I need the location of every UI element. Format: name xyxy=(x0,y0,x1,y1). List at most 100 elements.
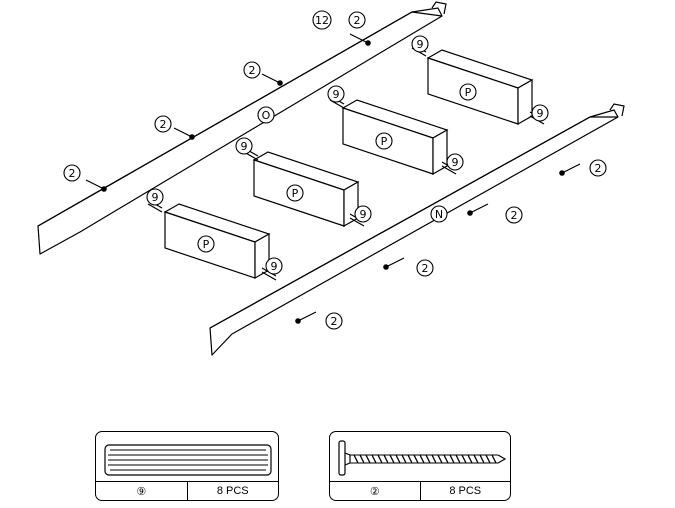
screw-head-6 xyxy=(467,210,473,216)
screw-thread xyxy=(425,454,431,464)
screw-thread xyxy=(443,454,449,464)
screw-thread xyxy=(377,454,383,464)
label-twelve: 12 xyxy=(315,14,329,27)
label-board-p-2: P xyxy=(381,135,388,148)
legend-screw: ② 8 PCS xyxy=(329,431,511,501)
screw-thread xyxy=(365,454,371,464)
label-board-p-4-circle xyxy=(197,235,215,253)
screw-5 xyxy=(561,163,581,174)
label-dowel-7-circle xyxy=(354,205,372,223)
label-dowel-7: 9 xyxy=(360,208,367,221)
screw-7 xyxy=(385,257,405,268)
label-dowel-6: 9 xyxy=(452,156,459,169)
label-dowel-6-circle xyxy=(446,153,464,171)
screw-thread xyxy=(461,454,467,464)
screw-thread xyxy=(371,454,377,464)
label-dowel-2-circle xyxy=(327,85,345,103)
label-screw-6: 2 xyxy=(511,209,518,222)
label-dowel-4: 9 xyxy=(152,191,159,204)
legend-screw-symbol: ② xyxy=(369,485,380,498)
screw-thread xyxy=(491,454,497,464)
rail-o-bracket xyxy=(431,1,447,15)
label-rail-o-circle xyxy=(257,106,275,124)
screw-head-4 xyxy=(101,186,107,192)
label-board-p-1: P xyxy=(465,86,472,99)
rail-n-edge xyxy=(209,116,591,329)
label-dowel-5-circle xyxy=(531,104,549,122)
screw-thread xyxy=(437,454,443,464)
rails xyxy=(37,1,625,356)
label-dowel-1-circle xyxy=(411,35,429,53)
label-dowel-3-circle xyxy=(235,137,253,155)
screw-thread xyxy=(359,454,365,464)
screw-thread xyxy=(431,454,437,464)
screw-2 xyxy=(261,73,281,84)
screw-thread xyxy=(353,454,359,464)
screw-thread xyxy=(419,454,425,464)
rail-n-end xyxy=(589,109,619,118)
legend-dowel-footer: ⑨ 8 PCS xyxy=(96,481,278,500)
label-dowel-3: 9 xyxy=(241,140,248,153)
label-screw-2: 2 xyxy=(249,64,256,77)
screw-head-8 xyxy=(295,318,301,324)
screw-thread xyxy=(389,454,395,464)
screw-8 xyxy=(297,311,317,322)
label-screw-3-circle xyxy=(154,115,172,133)
label-screw-4-circle xyxy=(63,164,81,182)
screw-thread xyxy=(485,454,491,464)
label-screw-top: 2 xyxy=(354,14,361,27)
screw-thread xyxy=(455,454,461,464)
label-dowel-5: 9 xyxy=(537,107,544,120)
label-rail-o: O xyxy=(262,109,271,122)
screw-thread xyxy=(467,454,473,464)
label-board-p-3: P xyxy=(292,187,299,200)
screw-1 xyxy=(349,33,369,44)
label-screw-2-circle xyxy=(243,61,261,79)
screw-6 xyxy=(469,203,489,214)
label-rail-n: N xyxy=(435,208,443,221)
label-board-p-4: P xyxy=(203,238,210,251)
screw-thread xyxy=(473,454,479,464)
legend-dowel-quantity: 8 PCS xyxy=(186,482,279,500)
label-board-p-3-circle xyxy=(286,184,304,202)
label-screw-8: 2 xyxy=(331,315,338,328)
screw-head-7 xyxy=(383,264,389,270)
label-screw-5-circle xyxy=(589,159,607,177)
board-p-4-end xyxy=(517,78,533,126)
rail-o-edge xyxy=(37,11,413,227)
screw-head-3 xyxy=(189,134,195,140)
rail-o-end xyxy=(411,7,443,17)
screw-head-1 xyxy=(365,40,371,46)
label-dowel-1: 9 xyxy=(417,38,424,51)
screw-thread xyxy=(449,454,455,464)
label-screw-6-circle xyxy=(505,206,523,224)
screw-thread xyxy=(395,454,401,464)
label-board-p-2-circle xyxy=(375,132,393,150)
screw-thread xyxy=(401,454,407,464)
label-screw-4: 2 xyxy=(69,167,76,180)
screw-4 xyxy=(85,179,105,190)
screw-icon xyxy=(338,440,507,476)
legend-dowel-symbol: ⑨ xyxy=(136,485,147,498)
label-board-p-1-circle xyxy=(459,83,477,101)
boards xyxy=(163,49,534,280)
screw-thread xyxy=(383,454,389,464)
wooden-dowel-icon xyxy=(104,444,272,476)
label-dowel-2: 9 xyxy=(333,88,340,101)
label-screw-3: 2 xyxy=(160,118,167,131)
screw-thread xyxy=(479,454,485,464)
label-twelve-circle xyxy=(312,10,332,30)
label-dowel-8: 9 xyxy=(271,260,278,273)
board-p-2-end xyxy=(343,180,359,228)
label-screw-5: 2 xyxy=(595,162,602,175)
screw-thread xyxy=(413,454,419,464)
label-screw-7: 2 xyxy=(422,262,429,275)
label-screw-8-circle xyxy=(325,312,343,330)
legend-dowel: ⑨ 8 PCS xyxy=(95,431,279,501)
label-dowel-4-circle xyxy=(146,188,164,206)
legend-screw-footer: ② 8 PCS xyxy=(330,481,510,500)
screw-thread xyxy=(407,454,413,464)
legend-screw-quantity: 8 PCS xyxy=(419,482,511,500)
